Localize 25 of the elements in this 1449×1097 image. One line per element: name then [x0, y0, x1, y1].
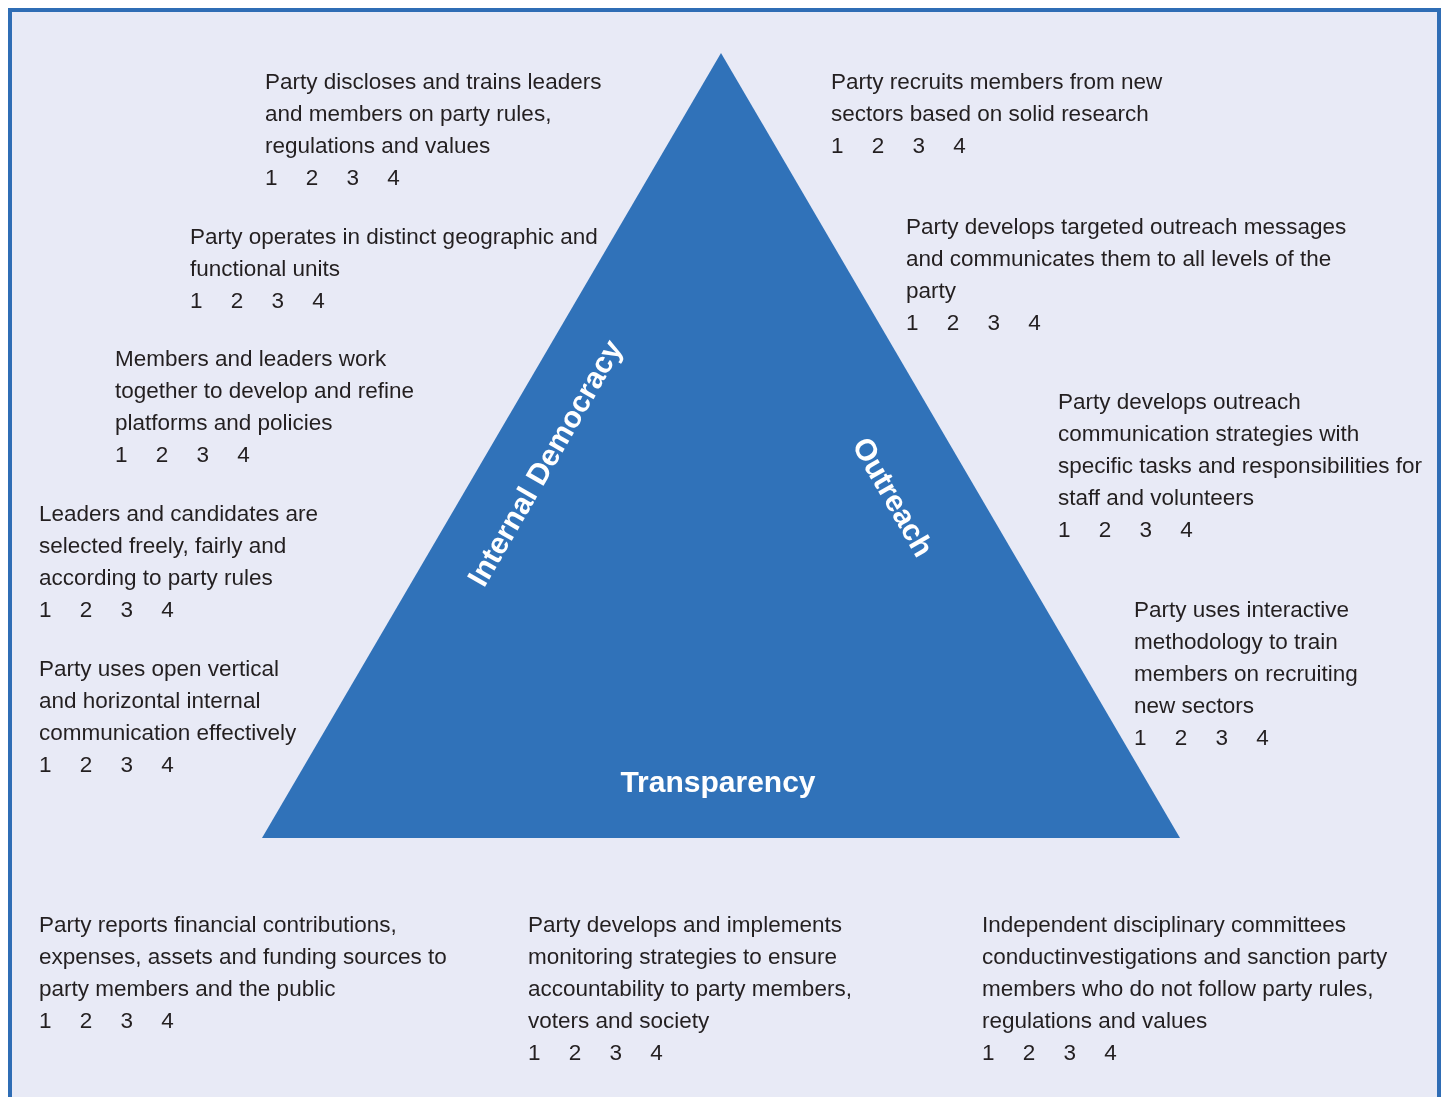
statement-text: Party recruits members from new sectors based on solid research: [831, 68, 1164, 128]
rating-scale: 1 2 3 4: [831, 132, 967, 160]
rating-scale: 1 2 3 4: [39, 1007, 175, 1035]
statement-text: Party uses interactive methodology to train members on recruiting new sectors: [1134, 596, 1359, 720]
rating-scale: 1 2 3 4: [906, 309, 1042, 337]
rating-scale: 1 2 3 4: [982, 1039, 1118, 1067]
statement-text: Party discloses and trains leaders and members on party rules, regulations and values: [265, 68, 603, 160]
statement-text: Party develops targeted outreach messages and communicates them to all levels of the party: [906, 213, 1348, 305]
rating-scale: 1 2 3 4: [190, 287, 326, 315]
statement-text: Party develops outreach communication strategies with specific tasks and responsibilities for staff and volunteers: [1058, 388, 1423, 512]
rating-scale: 1 2 3 4: [1134, 724, 1270, 752]
rating-scale: 1 2 3 4: [39, 751, 175, 779]
statement-text: Members and leaders work together to develop and refine platforms and policies: [115, 345, 415, 437]
statement-text: Party uses open vertical and horizontal internal communication effectively: [39, 655, 298, 747]
rating-scale: 1 2 3 4: [265, 164, 401, 192]
rating-scale: 1 2 3 4: [39, 596, 175, 624]
statement-text: Party reports financial contributions, expenses, assets and funding sources to party members and the public: [39, 911, 448, 1003]
rating-scale: 1 2 3 4: [1058, 516, 1194, 544]
statement-text: Party operates in distinct geographic and functional units: [190, 223, 599, 283]
rating-scale: 1 2 3 4: [528, 1039, 664, 1067]
statement-text: Party develops and implements monitoring strategies to ensure accountability to party members, voters and society: [528, 911, 853, 1035]
statement-text: Independent disciplinary committees conductinvestigations and sanction party members who do not follow party rules, regulations and values: [982, 911, 1389, 1035]
statement-text: Leaders and candidates are selected freely, fairly and according to party rules: [39, 500, 319, 592]
rating-scale: 1 2 3 4: [115, 441, 251, 469]
base-label: Transparency: [620, 765, 816, 799]
